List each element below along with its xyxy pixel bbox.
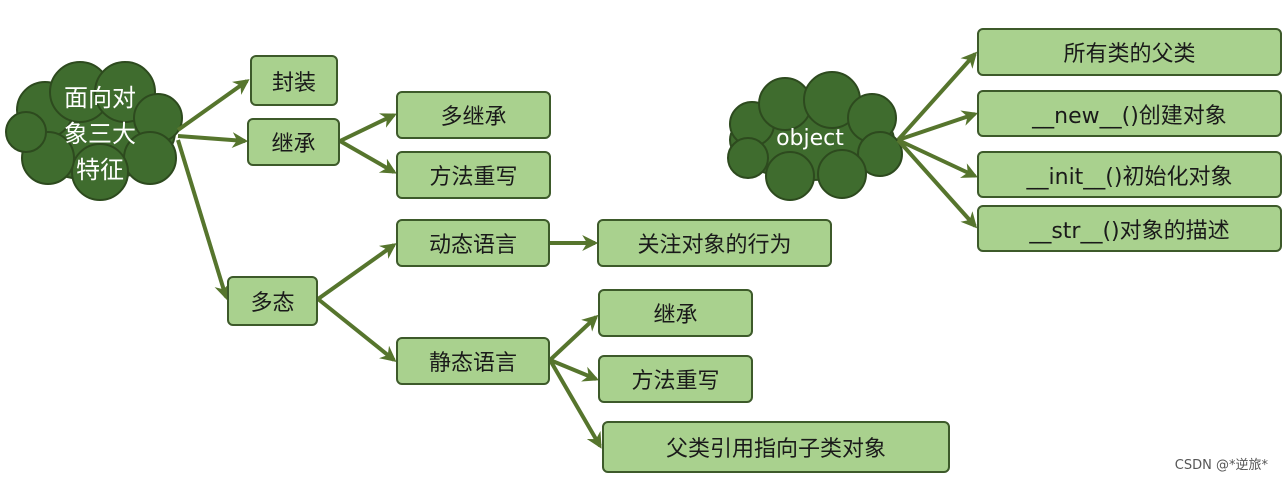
node-new-method: __new__()创建对象 [977,90,1282,137]
node-inheritance: 继承 [247,118,340,166]
node-init-method: __init__()初始化对象 [977,151,1282,198]
arrow-static-to-inherit [548,314,599,362]
arrow-polymorphism-to-dynamic [316,243,397,301]
arrow-object-to-init [897,138,978,178]
object-cloud [727,71,903,201]
node-base-of-all-classes: 所有类的父类 [977,28,1282,76]
node-static-language: 静态语言 [396,337,550,385]
node-polymorphism: 多态 [227,276,318,326]
node-static-inheritance: 继承 [598,289,753,337]
arrow-root-to-polymorphism [176,139,230,301]
arrow-root-to-encapsulation [176,79,250,132]
watermark: CSDN @*逆旅* [1174,458,1268,473]
node-focus-behavior: 关注对象的行为 [597,219,832,267]
arrow-root-to-inheritance [177,132,249,149]
arrow-polymorphism-to-static [316,297,397,363]
arrow-static-to-parent-ref [548,358,602,449]
arrow-object-to-new [897,110,979,142]
arrow-inheritance-to-override [339,139,397,174]
arrow-inheritance-to-multiple [339,113,397,143]
root-cloud [5,61,183,201]
arrow-object-to-base [896,51,978,142]
root-cloud-label: 面向对 象三大 特征 [64,84,136,184]
node-dynamic-language: 动态语言 [396,219,550,267]
arrow-object-to-str [896,138,978,229]
node-method-override: 方法重写 [396,151,551,199]
node-parent-ref-child: 父类引用指向子类对象 [602,421,950,473]
node-encapsulation: 封装 [250,55,338,106]
node-multiple-inheritance: 多继承 [396,91,551,139]
arrow-static-to-override [549,358,599,382]
object-cloud-label: object [776,125,844,151]
node-static-override: 方法重写 [598,355,753,403]
node-str-method: __str__()对象的描述 [977,205,1282,252]
